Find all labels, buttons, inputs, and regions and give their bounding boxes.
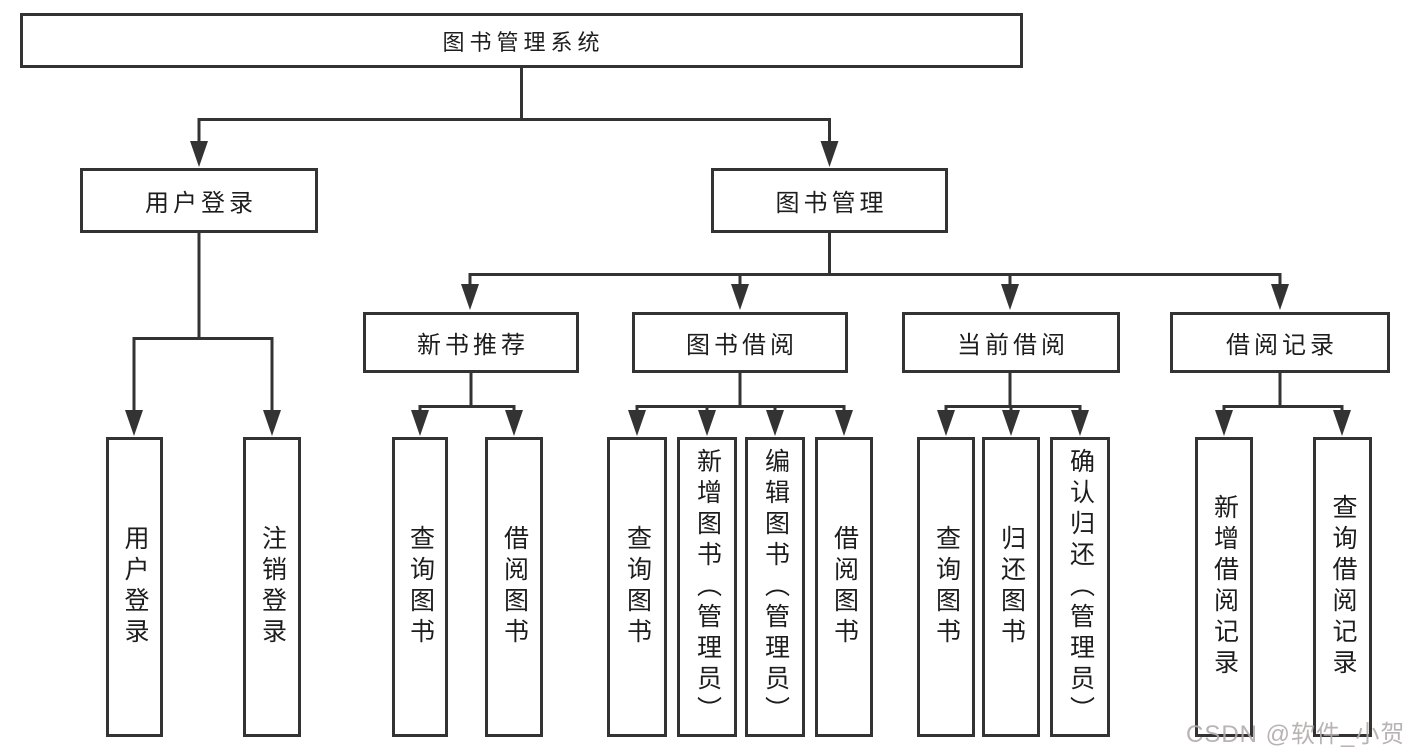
arrow-down-icon: [411, 410, 429, 436]
node-leaf-confirm-return-admin-label: 确认归还（管理员）: [1066, 447, 1095, 727]
arrow-down-icon: [125, 410, 143, 436]
node-user-login-label: 用户登录: [145, 190, 257, 217]
node-book-borrow-label: 图书借阅: [686, 332, 798, 359]
node-leaf-return-books-label: 归还图书: [997, 525, 1026, 649]
node-leaf-confirm-return-admin: 确认归还（管理员）: [1050, 437, 1110, 737]
node-leaf-logout-label: 注销登录: [258, 525, 287, 649]
node-leaf-borrow-books-recommend: 借阅图书: [485, 437, 543, 737]
arrow-down-icon: [698, 410, 716, 436]
arrowhead-icon-group: [125, 141, 1351, 436]
node-leaf-query-borrow-record-label: 查询借阅记录: [1329, 494, 1357, 680]
arrow-down-icon: [190, 141, 208, 167]
arrow-down-icon: [937, 410, 955, 436]
node-leaf-add-books-admin-label: 新增图书（管理员）: [693, 447, 722, 727]
arrow-down-icon: [1001, 284, 1019, 310]
arrow-down-icon: [628, 410, 646, 436]
arrow-down-icon: [1071, 410, 1089, 436]
node-leaf-user-login-label: 用户登录: [121, 525, 149, 649]
node-leaf-query-books-current: 查询图书: [917, 437, 975, 737]
arrow-down-icon: [263, 410, 281, 436]
node-leaf-return-books: 归还图书: [982, 437, 1040, 737]
node-leaf-user-login: 用户登录: [106, 437, 163, 737]
node-leaf-add-books-admin: 新增图书（管理员）: [677, 437, 737, 737]
node-leaf-query-books-recommend: 查询图书: [392, 437, 448, 737]
node-library-system-label: 图书管理系统: [442, 29, 605, 55]
arrow-down-icon: [1333, 410, 1351, 436]
arrow-down-icon: [1215, 410, 1233, 436]
arrow-down-icon: [1002, 410, 1020, 436]
arrow-down-icon: [461, 284, 479, 310]
node-leaf-borrow-books: 借阅图书: [815, 437, 873, 737]
node-new-book-recommend: 新书推荐: [363, 312, 579, 373]
node-leaf-query-books-current-label: 查询图书: [932, 525, 961, 649]
node-leaf-add-borrow-record: 新增借阅记录: [1195, 437, 1253, 737]
node-leaf-edit-books-admin-label: 编辑图书（管理员）: [761, 447, 790, 727]
node-leaf-query-borrow-record: 查询借阅记录: [1313, 437, 1372, 737]
arrow-down-icon: [505, 410, 523, 436]
node-current-borrow-label: 当前借阅: [957, 332, 1069, 359]
node-leaf-edit-books-admin: 编辑图书（管理员）: [745, 437, 805, 737]
arrow-down-icon: [835, 410, 853, 436]
node-new-book-recommend-label: 新书推荐: [417, 332, 529, 359]
arrow-down-icon: [820, 141, 839, 167]
node-leaf-logout: 注销登录: [243, 437, 301, 737]
arrow-down-icon: [766, 410, 784, 436]
node-borrow-records: 借阅记录: [1170, 312, 1390, 373]
node-book-borrow: 图书借阅: [632, 312, 848, 373]
node-leaf-query-books-borrow-label: 查询图书: [623, 525, 652, 649]
node-borrow-records-label: 借阅记录: [1226, 332, 1338, 359]
node-leaf-query-books-recommend-label: 查询图书: [406, 525, 435, 649]
node-book-management-label: 图书管理: [775, 190, 888, 217]
node-leaf-borrow-books-label: 借阅图书: [830, 525, 859, 649]
node-leaf-add-borrow-record-label: 新增借阅记录: [1210, 494, 1239, 680]
arrow-down-icon: [1271, 284, 1289, 310]
node-current-borrow: 当前借阅: [902, 312, 1120, 373]
csdn-watermark: CSDN @软件_小贺同学: [1186, 721, 1405, 747]
node-user-login: 用户登录: [80, 168, 318, 233]
node-leaf-borrow-books-recommend-label: 借阅图书: [500, 525, 529, 649]
node-book-management: 图书管理: [711, 168, 948, 233]
node-library-system: 图书管理系统: [20, 13, 1023, 68]
arrow-down-icon: [731, 284, 749, 310]
node-leaf-query-books-borrow: 查询图书: [607, 437, 667, 737]
